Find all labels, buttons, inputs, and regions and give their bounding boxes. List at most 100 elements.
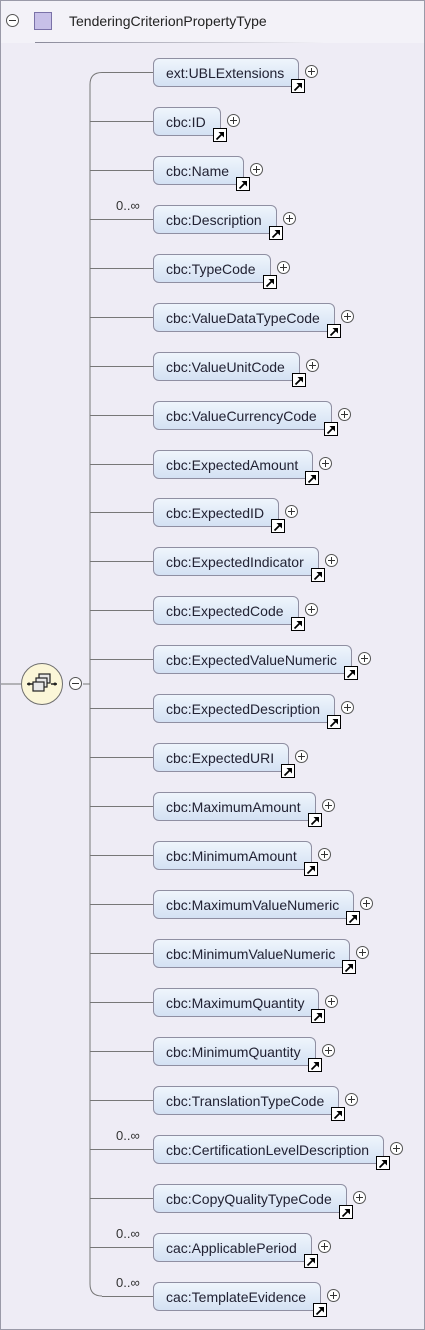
expand-element-button[interactable] [390, 1142, 403, 1155]
expand-element-button[interactable] [345, 1093, 358, 1106]
expand-element-button[interactable] [305, 65, 318, 78]
cardinality-label: 0..∞ [116, 198, 140, 213]
element-box[interactable]: cbc:MinimumValueNumeric [153, 939, 350, 968]
element-box[interactable]: cbc:ExpectedCode [153, 596, 299, 625]
expand-element-button[interactable] [283, 212, 296, 225]
element-box[interactable]: cbc:ExpectedValueNumeric [153, 645, 352, 674]
expand-element-button[interactable] [318, 1240, 331, 1253]
element-label: cbc:Name [166, 163, 230, 179]
element-box[interactable]: cbc:ValueCurrencyCode [153, 401, 332, 430]
expand-element-button[interactable] [341, 310, 354, 323]
reference-arrow-icon [339, 1205, 353, 1219]
reference-arrow-icon [263, 275, 277, 289]
reference-arrow-icon [311, 1009, 325, 1023]
header-divider [35, 42, 325, 43]
element-label: cbc:ExpectedIndicator [166, 554, 304, 570]
reference-arrow-icon [281, 764, 295, 778]
element-label: cbc:MinimumAmount [166, 848, 297, 864]
expand-element-button[interactable] [227, 114, 240, 127]
expand-element-button[interactable] [353, 1191, 366, 1204]
expand-element-button[interactable] [295, 750, 308, 763]
expand-element-button[interactable] [338, 408, 351, 421]
expand-element-button[interactable] [305, 603, 318, 616]
element-box[interactable]: cbc:ExpectedIndicator [153, 547, 319, 576]
cardinality-label: 0..∞ [116, 1128, 140, 1143]
reference-arrow-icon [308, 1058, 322, 1072]
element-label: ext:UBLExtensions [166, 65, 285, 81]
expand-element-button[interactable] [277, 261, 290, 274]
expand-element-button[interactable] [325, 554, 338, 567]
reference-arrow-icon [344, 666, 358, 680]
expand-element-button[interactable] [322, 799, 335, 812]
element-label: cbc:MinimumQuantity [166, 1044, 301, 1060]
expand-element-button[interactable] [341, 701, 354, 714]
expand-element-button[interactable] [360, 897, 373, 910]
reference-arrow-icon [308, 813, 322, 827]
element-box[interactable]: cbc:Description [153, 205, 277, 234]
reference-arrow-icon [305, 471, 319, 485]
expand-element-button[interactable] [327, 1289, 340, 1302]
collapse-type-button[interactable] [6, 14, 19, 27]
expand-element-button[interactable] [325, 995, 338, 1008]
reference-arrow-icon [213, 128, 227, 142]
sequence-compositor-icon[interactable] [21, 663, 63, 705]
element-box[interactable]: cbc:ExpectedID [153, 498, 279, 527]
element-box[interactable]: cbc:Name [153, 156, 244, 185]
element-label: cbc:ValueUnitCode [166, 359, 285, 375]
element-box[interactable]: cac:ApplicablePeriod [153, 1233, 312, 1262]
reference-arrow-icon [327, 715, 341, 729]
type-header: TenderingCriterionPropertyType [1, 1, 424, 43]
expand-element-button[interactable] [358, 652, 371, 665]
type-title: TenderingCriterionPropertyType [69, 13, 267, 29]
element-label: cbc:MinimumValueNumeric [166, 946, 336, 962]
reference-arrow-icon [271, 519, 285, 533]
element-box[interactable]: cbc:ValueDataTypeCode [153, 303, 335, 332]
element-box[interactable]: cbc:TranslationTypeCode [153, 1086, 339, 1115]
element-label: cbc:ExpectedCode [166, 603, 284, 619]
element-box[interactable]: cac:TemplateEvidence [153, 1282, 321, 1311]
reference-arrow-icon [311, 568, 325, 582]
element-box[interactable]: cbc:MinimumQuantity [153, 1037, 316, 1066]
element-box[interactable]: cbc:ID [153, 107, 221, 136]
element-label: cbc:CopyQualityTypeCode [166, 1191, 332, 1207]
reference-arrow-icon [327, 324, 341, 338]
element-box[interactable]: cbc:TypeCode [153, 254, 271, 283]
element-box[interactable]: cbc:ExpectedURI [153, 743, 289, 772]
element-label: cbc:TranslationTypeCode [166, 1093, 325, 1109]
element-box[interactable]: cbc:MinimumAmount [153, 841, 312, 870]
reference-arrow-icon [342, 960, 356, 974]
expand-element-button[interactable] [322, 1044, 335, 1057]
element-box[interactable]: cbc:MaximumValueNumeric [153, 890, 354, 919]
element-label: cac:TemplateEvidence [166, 1289, 307, 1305]
element-label: cbc:ExpectedAmount [166, 457, 299, 473]
collapse-sequence-button[interactable] [69, 677, 82, 690]
element-label: cbc:MaximumValueNumeric [166, 897, 340, 913]
expand-element-button[interactable] [318, 848, 331, 861]
cardinality-label: 0..∞ [116, 1275, 140, 1290]
element-label: cbc:ExpectedDescription [166, 701, 321, 717]
reference-arrow-icon [269, 226, 283, 240]
element-box[interactable]: cbc:MaximumAmount [153, 792, 316, 821]
element-box[interactable]: cbc:ValueUnitCode [153, 352, 300, 381]
element-box[interactable]: cbc:CertificationLevelDescription [153, 1135, 384, 1164]
reference-arrow-icon [291, 617, 305, 631]
reference-arrow-icon [304, 862, 318, 876]
cardinality-label: 0..∞ [116, 1226, 140, 1241]
expand-element-button[interactable] [250, 163, 263, 176]
element-box[interactable]: ext:UBLExtensions [153, 58, 299, 87]
reference-arrow-icon [324, 422, 338, 436]
expand-element-button[interactable] [285, 505, 298, 518]
element-label: cbc:ExpectedID [166, 505, 265, 521]
element-label: cbc:MaximumQuantity [166, 995, 305, 1011]
element-box[interactable]: cbc:ExpectedDescription [153, 694, 335, 723]
element-label: cbc:Description [166, 212, 262, 228]
expand-element-button[interactable] [319, 457, 332, 470]
element-box[interactable]: cbc:CopyQualityTypeCode [153, 1184, 347, 1213]
expand-element-button[interactable] [356, 946, 369, 959]
sequence-bus-line [89, 72, 103, 1297]
complex-type-icon [34, 12, 52, 30]
expand-element-button[interactable] [306, 359, 319, 372]
element-box[interactable]: cbc:ExpectedAmount [153, 450, 313, 479]
element-box[interactable]: cbc:MaximumQuantity [153, 988, 319, 1017]
